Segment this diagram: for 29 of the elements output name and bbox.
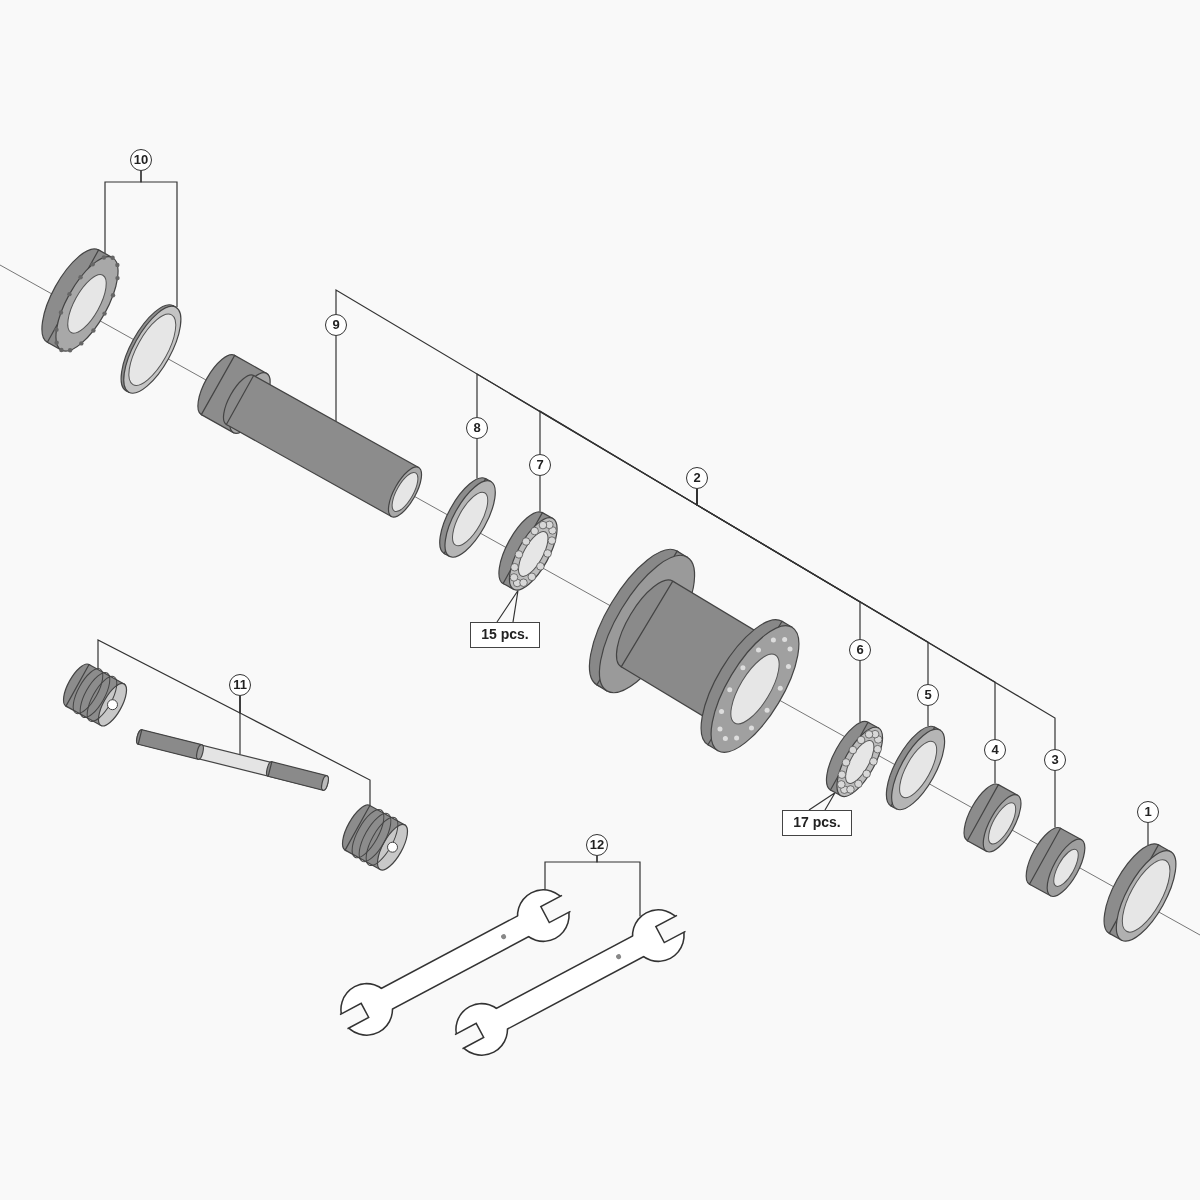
callout-number: 11 bbox=[229, 674, 251, 696]
callout-number: 1 bbox=[1137, 801, 1159, 823]
callout-number: 3 bbox=[1044, 749, 1066, 771]
leader-line bbox=[140, 170, 178, 308]
callout-number: 2 bbox=[686, 467, 708, 489]
leader-line bbox=[496, 589, 519, 623]
callout-number: 12 bbox=[586, 834, 608, 856]
callout-number: 7 bbox=[529, 454, 551, 476]
leader-line bbox=[239, 695, 371, 806]
leader-line bbox=[994, 760, 996, 785]
leader-line bbox=[539, 475, 541, 513]
leader-line bbox=[859, 660, 861, 723]
callout-number: 4 bbox=[984, 739, 1006, 761]
threaded-rod-drawing bbox=[134, 728, 331, 792]
callout-number: 8 bbox=[466, 417, 488, 439]
leader-line bbox=[927, 705, 929, 727]
leader-line bbox=[539, 409, 698, 507]
callout-number: 5 bbox=[917, 684, 939, 706]
quantity-label: 15 pcs. bbox=[470, 622, 540, 648]
callout-number: 10 bbox=[130, 149, 152, 171]
callout-number: 9 bbox=[325, 314, 347, 336]
leader-line bbox=[596, 855, 641, 918]
leader-line bbox=[1054, 770, 1056, 829]
callout-number: 6 bbox=[849, 639, 871, 661]
leader-line bbox=[97, 639, 241, 714]
quantity-label: 17 pcs. bbox=[782, 810, 852, 836]
leader-line bbox=[476, 438, 478, 480]
leader-line bbox=[1147, 822, 1149, 846]
leader-line bbox=[808, 792, 836, 811]
